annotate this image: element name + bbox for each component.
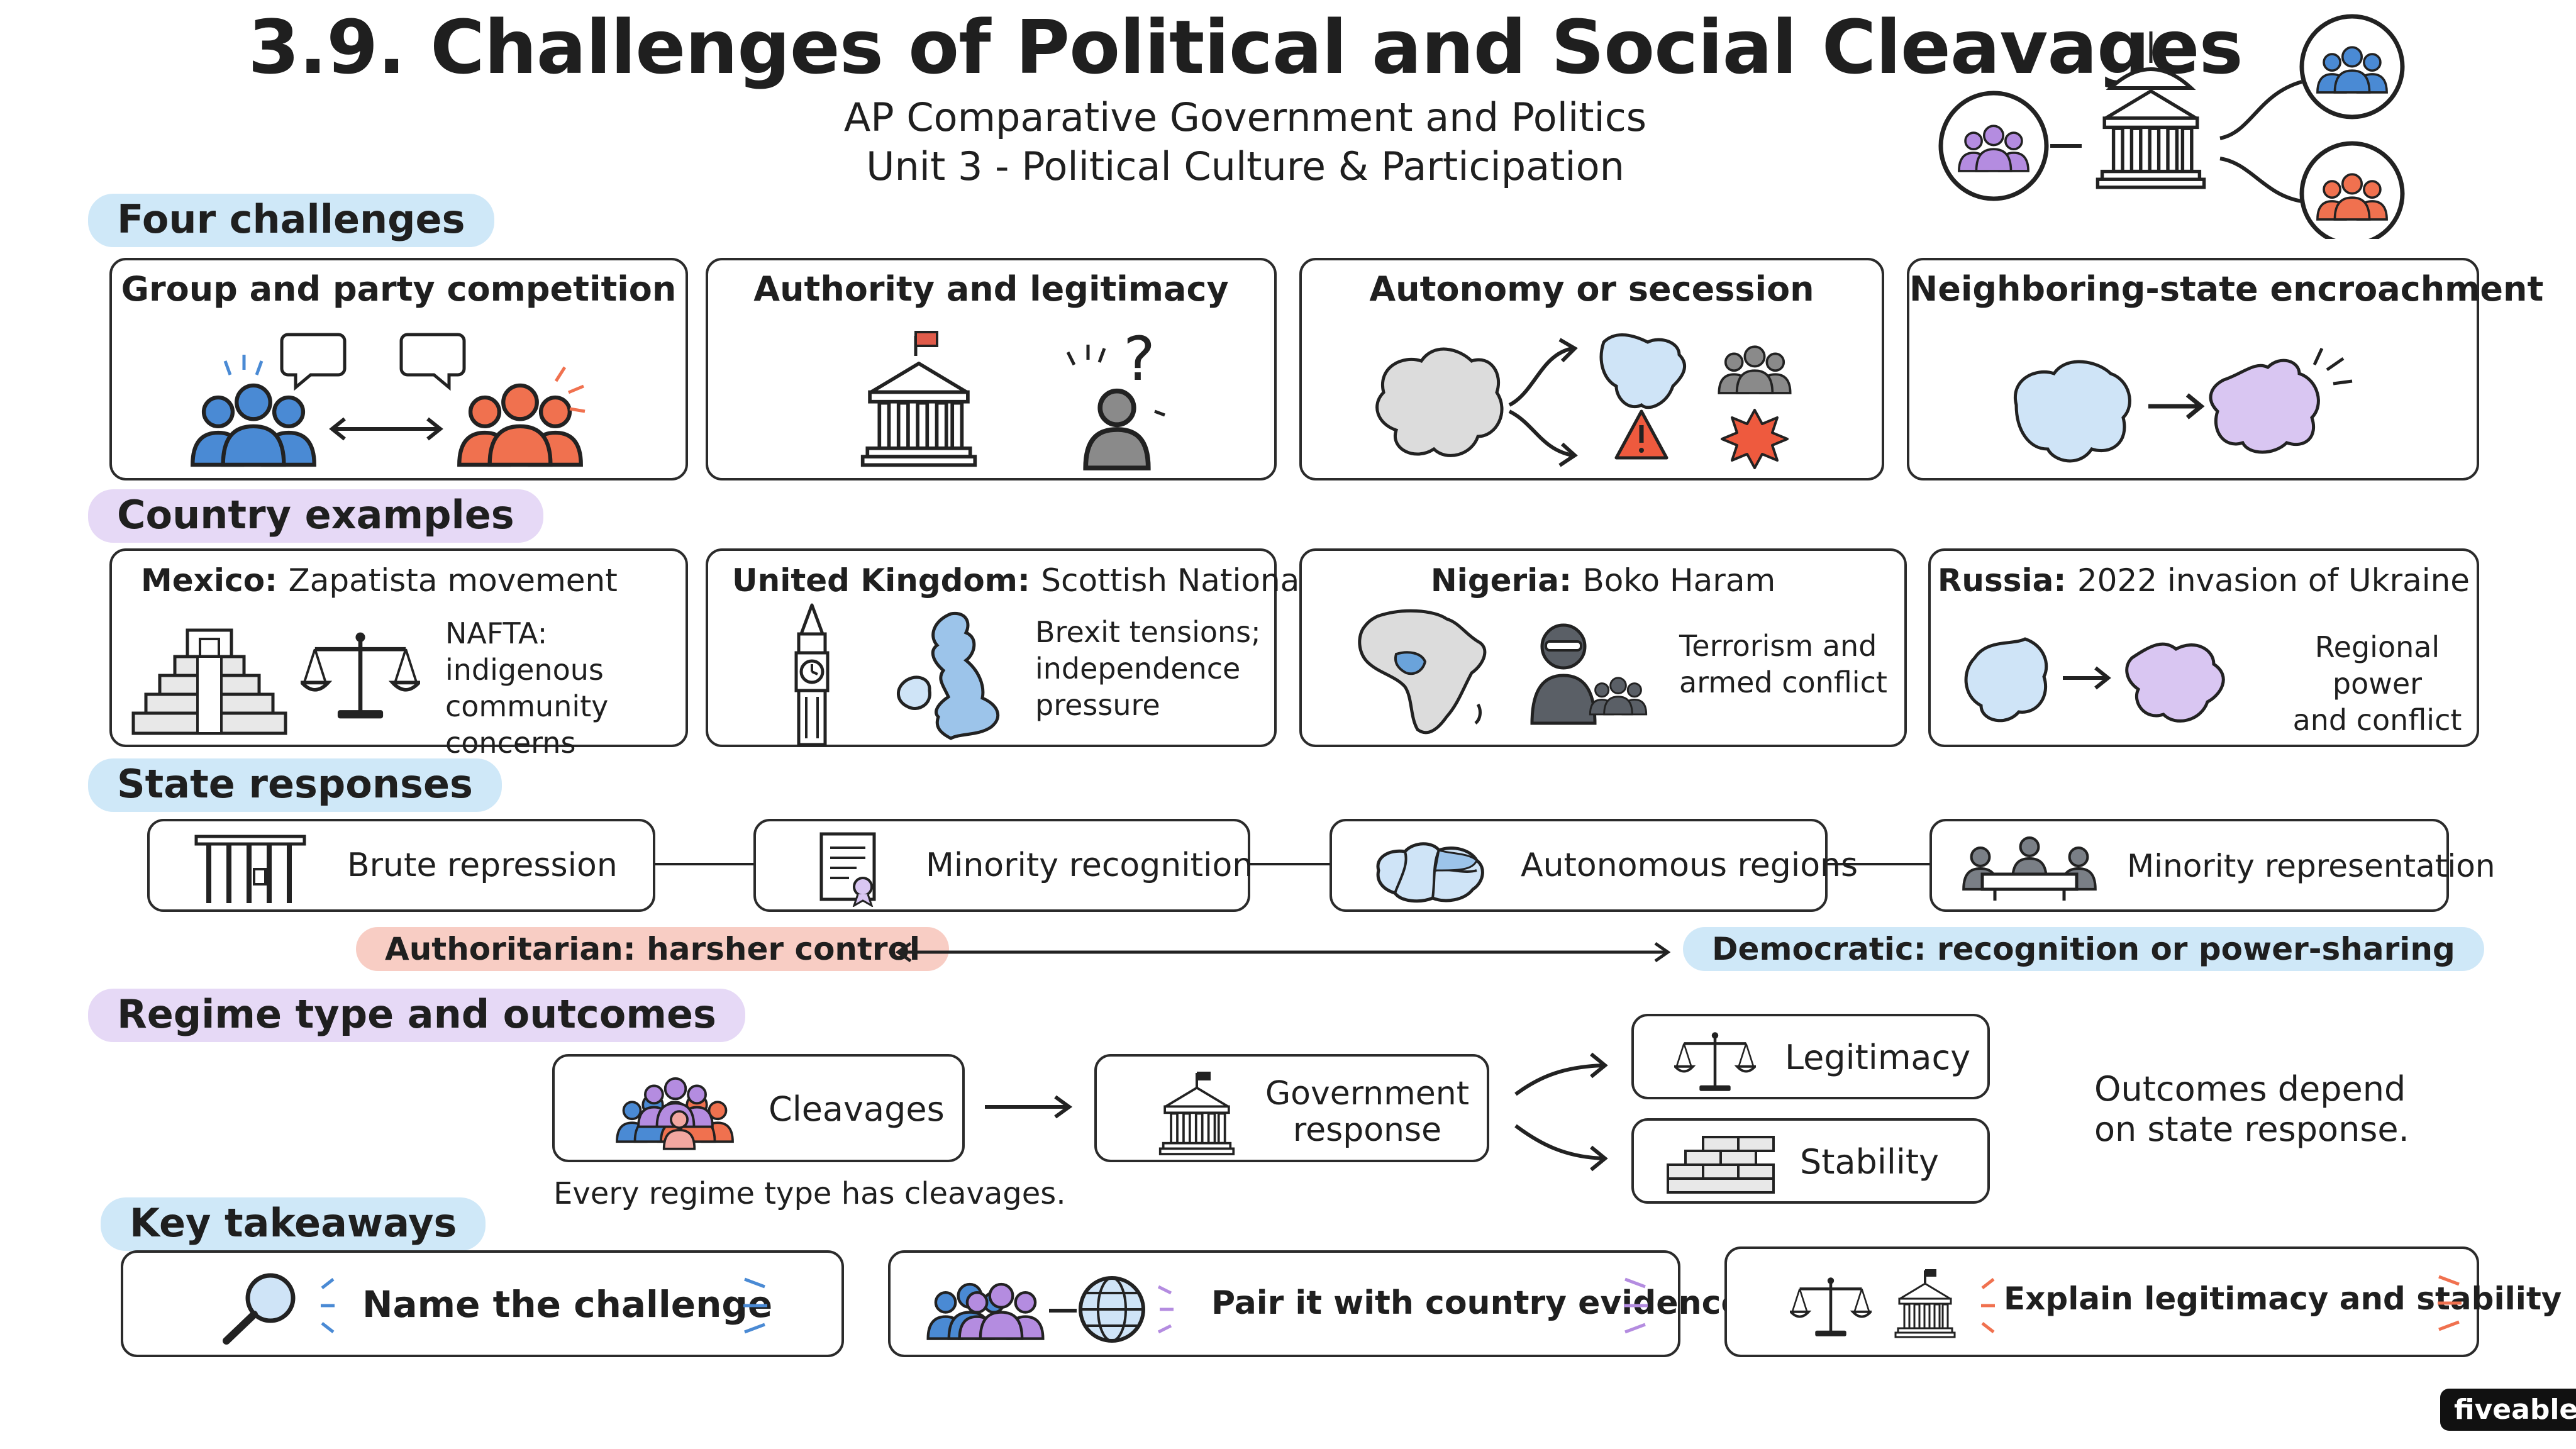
page-subtitle-unit: Unit 3 - Political Culture & Participati… bbox=[866, 143, 1624, 189]
takeaway-card-country-evidence: Pair it with country evidence bbox=[888, 1250, 1743, 1357]
section-key-takeaways: Key takeaways bbox=[101, 1197, 486, 1251]
response-connector bbox=[1826, 863, 1932, 865]
magnifying-glass-icon bbox=[218, 1269, 306, 1345]
response-label: Minority representation bbox=[2127, 848, 2496, 884]
challenge-card-autonomy-secession: Autonomy or secession bbox=[1299, 258, 1884, 480]
takeaway-label: Name the challenge bbox=[362, 1283, 773, 1326]
challenge-title: Authority and legitimacy bbox=[753, 269, 1229, 309]
stability-label: Stability bbox=[1800, 1142, 1939, 1182]
page-title: 3.9. Challenges of Political and Social … bbox=[248, 4, 2243, 91]
stability-card: Stability bbox=[1631, 1118, 1990, 1204]
example-country: Russia: bbox=[1937, 562, 2067, 599]
diverse-groups-icon bbox=[615, 1070, 735, 1152]
competing-groups-icon bbox=[187, 323, 602, 468]
certificate-icon bbox=[816, 831, 886, 907]
legitimacy-card: Legitimacy bbox=[1631, 1014, 1990, 1099]
scales-of-justice-icon bbox=[1790, 1274, 1872, 1340]
legitimacy-question-icon: ? bbox=[828, 323, 1167, 474]
takeaway-label: Pair it with country evidence bbox=[1211, 1284, 1743, 1322]
example-note: Brexit tensions; independence pressure bbox=[1035, 615, 1261, 722]
government-groups-illustration bbox=[1924, 13, 2415, 239]
cleavages-card: Cleavages bbox=[552, 1054, 965, 1162]
example-heading: Russia: 2022 invasion of Ukraine bbox=[1931, 562, 2477, 599]
brand-logo: fiveable bbox=[2440, 1389, 2576, 1431]
example-case: Zapatista movement bbox=[288, 562, 618, 599]
accent-marks-icon bbox=[2434, 1272, 2465, 1335]
accent-marks-icon bbox=[1979, 1274, 1997, 1337]
response-label: Minority recognition bbox=[926, 847, 1253, 884]
accent-marks-icon bbox=[318, 1274, 337, 1337]
challenge-card-neighbor-encroachment: Neighboring-state encroachment bbox=[1907, 258, 2544, 480]
brick-wall-icon bbox=[1665, 1135, 1779, 1195]
scales-of-justice-icon bbox=[1674, 1029, 1756, 1094]
response-connector bbox=[654, 863, 756, 865]
response-card-autonomous-regions: Autonomous regions bbox=[1330, 819, 1858, 912]
example-note: Regional power and conflict bbox=[2292, 630, 2462, 737]
democratic-pill: Democratic: recognition or power-sharing bbox=[1683, 927, 2484, 971]
section-regime-outcomes: Regime type and outcomes bbox=[88, 989, 745, 1042]
cleavages-label: Cleavages bbox=[769, 1089, 945, 1129]
example-country: United Kingdom: bbox=[732, 562, 1030, 599]
council-table-icon bbox=[1957, 833, 2102, 903]
big-ben-icon bbox=[784, 602, 840, 747]
example-case: 2022 invasion of Ukraine bbox=[2077, 562, 2470, 599]
example-country: Mexico: bbox=[141, 562, 278, 599]
invasion-map-icon bbox=[1956, 620, 2258, 733]
section-country-examples: Country examples bbox=[88, 489, 543, 543]
africa-map-icon bbox=[1352, 604, 1497, 742]
branch-arrows bbox=[1509, 1038, 1616, 1182]
pyramid-icon bbox=[131, 624, 288, 737]
example-heading: Nigeria: Boko Haram bbox=[1302, 562, 1904, 599]
armed-figure-icon bbox=[1528, 619, 1648, 726]
section-four-challenges: Four challenges bbox=[88, 194, 494, 247]
uk-map-icon bbox=[891, 610, 1016, 742]
response-card-minority-recognition: Minority recognition bbox=[753, 819, 1253, 912]
challenge-title: Group and party competition bbox=[121, 269, 677, 309]
outcomes-note: Outcomes depend on state response. bbox=[2094, 1069, 2409, 1149]
section-state-responses: State responses bbox=[88, 758, 502, 812]
accent-marks-icon bbox=[1620, 1274, 1652, 1337]
challenge-card-group-competition: Group and party competition bbox=[109, 258, 688, 480]
svg-text:?: ? bbox=[1123, 324, 1155, 394]
response-card-brute-repression: Brute repression bbox=[147, 819, 655, 912]
example-country: Nigeria: bbox=[1430, 562, 1572, 599]
flow-arrow bbox=[982, 1094, 1077, 1119]
example-card-nigeria: Nigeria: Boko Haram Terrorism and armed … bbox=[1299, 548, 1907, 747]
takeaway-card-name-challenge: Name the challenge bbox=[121, 1250, 844, 1357]
response-label: Brute repression bbox=[347, 847, 618, 884]
spectrum-arrow bbox=[893, 940, 1673, 965]
encroachment-map-icon bbox=[2004, 323, 2406, 474]
challenge-title: Autonomy or secession bbox=[1369, 269, 1814, 309]
secession-map-icon bbox=[1365, 317, 1843, 474]
cleavages-caption: Every regime type has cleavages. bbox=[553, 1176, 1066, 1211]
example-note: NAFTA: indigenous community concerns bbox=[445, 616, 609, 760]
scales-of-justice-icon bbox=[301, 625, 420, 726]
challenge-title: Neighboring-state encroachment bbox=[1909, 269, 2544, 309]
example-note: Terrorism and armed conflict bbox=[1679, 629, 1887, 699]
example-heading: Mexico: Zapatista movement bbox=[141, 562, 618, 599]
takeaway-card-legitimacy-stability: Explain legitimacy and stability bbox=[1724, 1246, 2562, 1357]
example-case: Boko Haram bbox=[1582, 562, 1776, 599]
accent-marks-icon bbox=[740, 1274, 771, 1337]
group-globe-icon bbox=[926, 1274, 1177, 1343]
response-label: Autonomous regions bbox=[1521, 847, 1858, 884]
example-card-mexico: Mexico: Zapatista movement NAFTA: indige… bbox=[109, 548, 688, 760]
government-response-label: Government response bbox=[1265, 1075, 1470, 1149]
response-connector bbox=[1248, 863, 1332, 865]
government-response-card: Government response bbox=[1094, 1054, 1489, 1162]
page-subtitle-course: AP Comparative Government and Politics bbox=[843, 94, 1647, 140]
prison-bars-icon bbox=[194, 834, 307, 904]
regions-map-icon bbox=[1370, 833, 1489, 906]
government-building-icon bbox=[1890, 1268, 1960, 1341]
legitimacy-label: Legitimacy bbox=[1785, 1038, 1971, 1077]
example-card-united-kingdom: United Kingdom: Scottish National Party … bbox=[706, 548, 1399, 747]
example-card-russia: Russia: 2022 invasion of Ukraine Regiona… bbox=[1928, 548, 2479, 747]
government-building-icon bbox=[1150, 1070, 1244, 1158]
challenge-card-authority-legitimacy: Authority and legitimacy ? bbox=[706, 258, 1277, 480]
response-card-minority-representation: Minority representation bbox=[1929, 819, 2496, 912]
takeaway-label: Explain legitimacy and stability bbox=[2004, 1280, 2562, 1317]
authoritarian-pill: Authoritarian: harsher control bbox=[356, 927, 950, 971]
